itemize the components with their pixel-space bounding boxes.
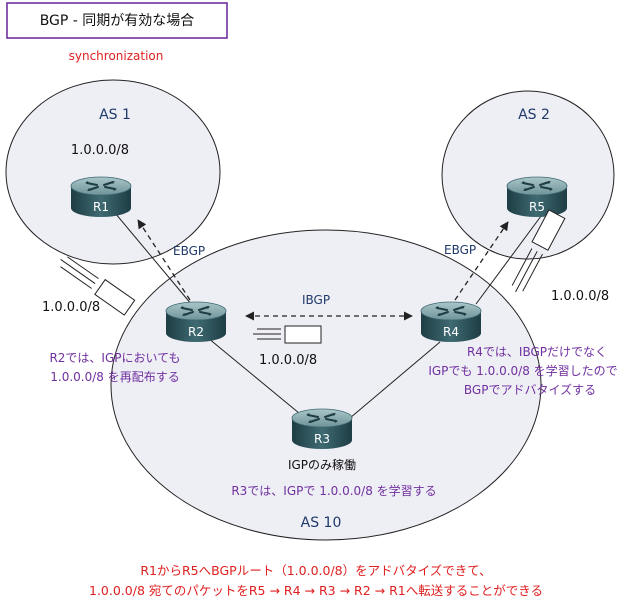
as1-network-label: 1.0.0.0/8 bbox=[71, 143, 129, 158]
as1-label: AS 1 bbox=[99, 107, 131, 123]
ebgp-arrow-left bbox=[137, 219, 191, 301]
ebgp-left-label: EBGP bbox=[173, 244, 205, 258]
router-r1[interactable]: R1 bbox=[70, 176, 132, 218]
r2-note-line-2: 1.0.0.0/8 を再配布する bbox=[50, 370, 179, 384]
router-r1-label: R1 bbox=[93, 200, 109, 214]
r4-note-line-1: R4では、IBGPだけでなく bbox=[467, 345, 607, 359]
router-r3[interactable]: R3 bbox=[291, 408, 353, 450]
ibgp-label: IBGP bbox=[302, 293, 330, 307]
router-r4[interactable]: R4 bbox=[420, 301, 482, 343]
right-update-prefix: 1.0.0.0/8 bbox=[551, 289, 609, 304]
ebgp-right-label: EBGP bbox=[444, 243, 476, 257]
router-r2-label: R2 bbox=[188, 325, 204, 339]
router-r3-label: R3 bbox=[314, 432, 330, 446]
left-update-prefix: 1.0.0.0/8 bbox=[42, 300, 100, 315]
footer-line-1: R1からR5へBGPルート（1.0.0.0/8）をアドバタイズできて、 bbox=[140, 563, 491, 578]
as10-label: AS 10 bbox=[301, 515, 342, 531]
packet-icon-left bbox=[60, 256, 136, 316]
r3-igp-label: IGPのみ稼働 bbox=[288, 457, 356, 472]
footer-line-2: 1.0.0.0/8 宛てのパケットをR5 → R4 → R3 → R2 → R1… bbox=[89, 583, 543, 598]
title-box bbox=[6, 2, 228, 39]
router-r2[interactable]: R2 bbox=[165, 301, 227, 343]
as1-cloud bbox=[5, 79, 221, 265]
link-r2-r3 bbox=[207, 337, 306, 419]
link-r1-r2 bbox=[114, 212, 193, 306]
packet-icon-center bbox=[253, 325, 322, 344]
r2-note-line-1: R2では、IGPにおいても bbox=[49, 351, 180, 365]
as2-label: AS 2 bbox=[518, 107, 550, 123]
link-r4-r5 bbox=[475, 211, 545, 305]
packet-icon-right bbox=[511, 209, 566, 293]
router-r5[interactable]: R5 bbox=[506, 176, 568, 218]
link-r4-r3 bbox=[349, 341, 441, 419]
r3-note: R3では、IGPで 1.0.0.0/8 を学習する bbox=[231, 483, 436, 498]
ibgp-update-prefix: 1.0.0.0/8 bbox=[259, 353, 317, 368]
r4-note-line-2: IGPでも 1.0.0.0/8 を学習したので bbox=[428, 363, 617, 378]
as2-cloud bbox=[441, 90, 615, 260]
router-r5-label: R5 bbox=[529, 200, 545, 214]
ebgp-arrow-right bbox=[454, 221, 509, 301]
r4-note-line-3: BGPでアドバタイズする bbox=[464, 382, 596, 397]
page-title: BGP - 同期が有効な場合 bbox=[40, 13, 195, 29]
page-subtitle: synchronization bbox=[69, 49, 164, 63]
router-r4-label: R4 bbox=[443, 325, 459, 339]
